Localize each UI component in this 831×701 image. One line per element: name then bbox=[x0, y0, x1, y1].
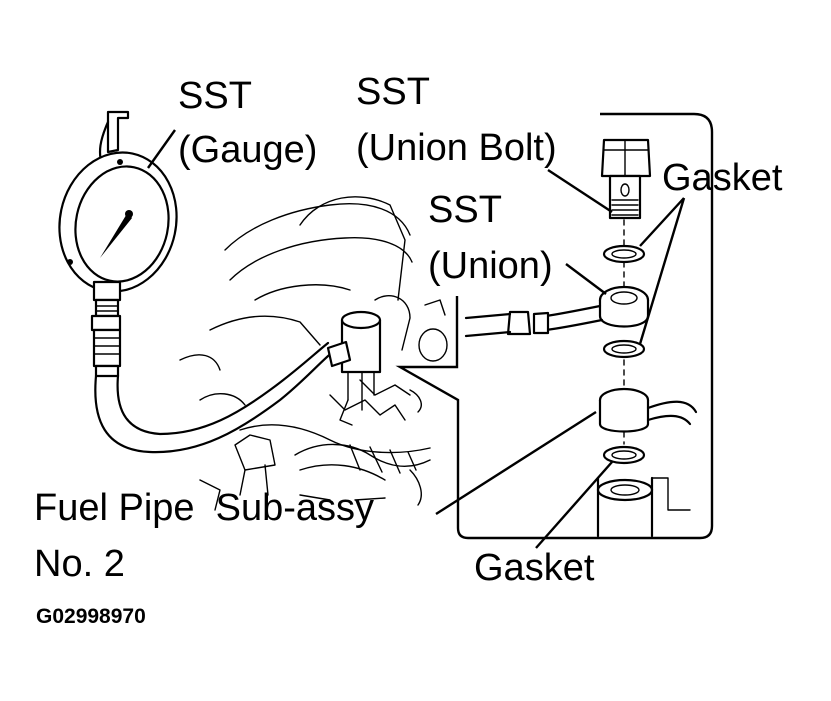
label-sst-gauge-1: SST bbox=[178, 75, 252, 117]
gauge-hose bbox=[94, 341, 337, 454]
label-sst-gauge-2: (Gauge) bbox=[178, 129, 317, 171]
label-fuel-pipe-1: Fuel Pipe Sub-assy bbox=[34, 487, 374, 529]
label-gasket-upper: Gasket bbox=[662, 157, 783, 199]
label-sst-union-2: (Union) bbox=[428, 245, 553, 287]
engine-background-sketch bbox=[179, 196, 448, 511]
leader-lines bbox=[147, 129, 686, 549]
label-sst-union-bolt-2: (Union Bolt) bbox=[356, 127, 557, 169]
fuel-pipe-fitting-icon bbox=[326, 310, 382, 426]
inset-parts bbox=[464, 138, 698, 538]
label-sst-union-1: SST bbox=[428, 189, 502, 231]
inset-outline bbox=[395, 112, 714, 540]
label-fuel-pipe-2: No. 2 bbox=[34, 543, 125, 585]
figure-code: G02998970 bbox=[36, 605, 146, 628]
pressure-gauge-icon bbox=[58, 110, 178, 378]
label-sst-union-bolt-1: SST bbox=[356, 71, 430, 113]
label-gasket-lower: Gasket bbox=[474, 547, 595, 589]
